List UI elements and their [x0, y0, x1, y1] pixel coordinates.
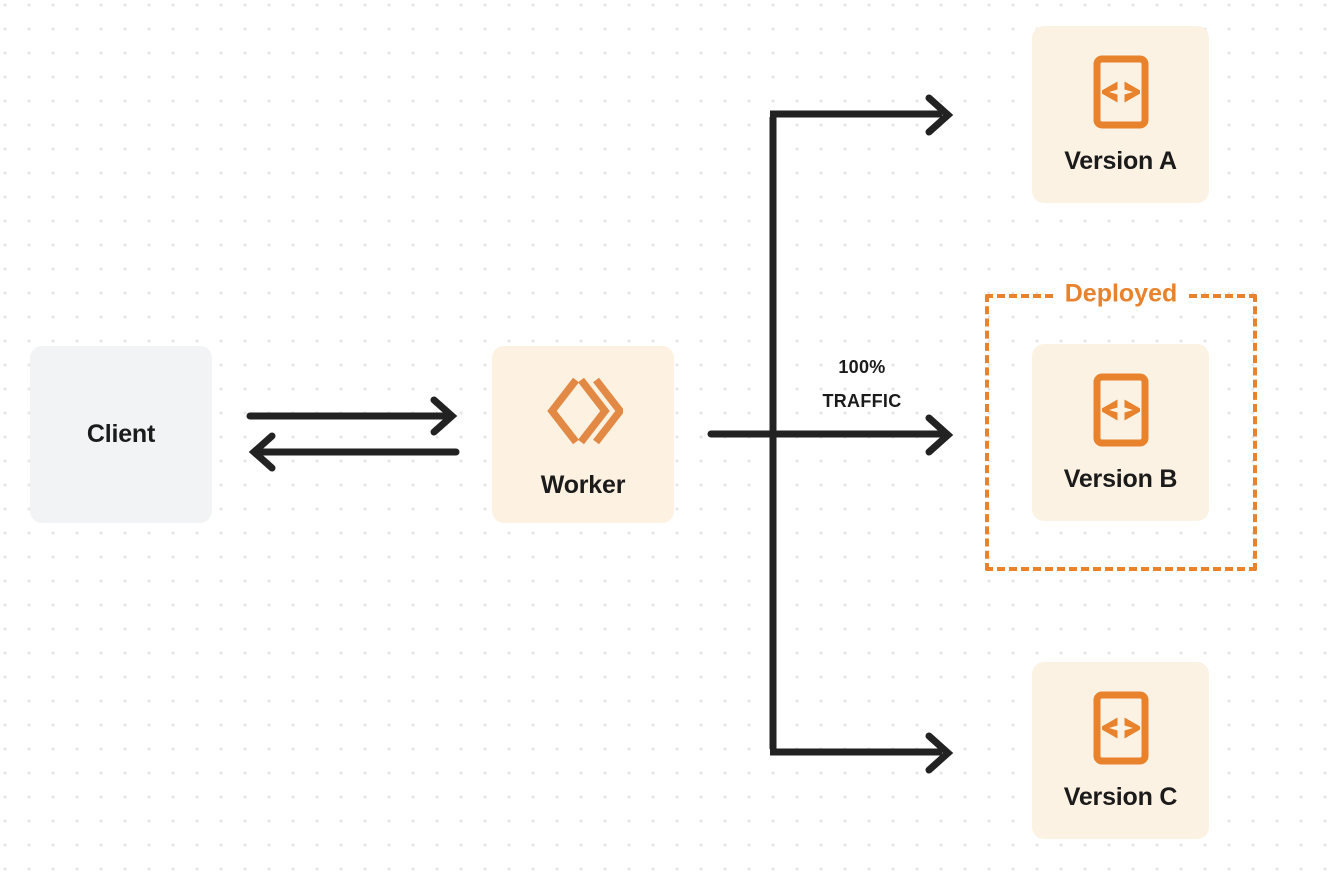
code-document-icon — [1093, 373, 1149, 447]
traffic-label: 100% TRAFFIC — [798, 350, 926, 418]
node-version-b-label: Version B — [1063, 465, 1178, 493]
arrow-worker-to-version-c — [770, 732, 954, 774]
arrow-worker-to-version-a — [770, 94, 954, 136]
node-version-b[interactable]: Version B — [1032, 344, 1209, 521]
traffic-percent: 100% — [838, 357, 886, 377]
node-worker[interactable]: Worker — [492, 346, 674, 523]
traffic-unit: TRAFFIC — [822, 391, 902, 412]
code-document-icon — [1093, 691, 1149, 765]
cloudflare-workers-logo-icon — [543, 371, 623, 451]
node-worker-label: Worker — [540, 471, 626, 499]
node-version-c[interactable]: Version C — [1032, 662, 1209, 839]
node-version-a[interactable]: Version A — [1032, 26, 1209, 203]
arrow-worker-to-version-b — [707, 414, 954, 456]
node-version-a-label: Version A — [1064, 147, 1177, 175]
deployed-group-border: Deployed — [985, 281, 1257, 571]
node-client-label: Client — [86, 420, 156, 448]
code-document-icon — [1093, 55, 1149, 129]
arrow-client-to-worker — [246, 396, 458, 436]
node-client[interactable]: Client — [30, 346, 212, 523]
deployed-group-label: Deployed — [1054, 281, 1188, 307]
node-version-c-label: Version C — [1063, 783, 1178, 811]
arrow-worker-to-client — [248, 432, 460, 472]
